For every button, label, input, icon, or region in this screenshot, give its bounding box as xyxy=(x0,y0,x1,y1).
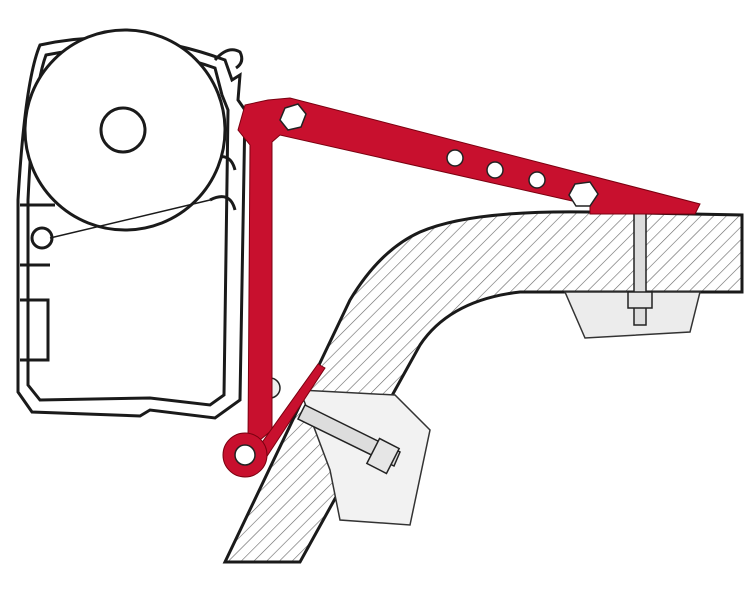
bracket-holes xyxy=(279,103,599,207)
top-mounting-block xyxy=(563,291,701,339)
roof-section xyxy=(222,210,744,564)
adapter-bracket xyxy=(222,97,701,478)
awning-roller xyxy=(23,28,227,239)
